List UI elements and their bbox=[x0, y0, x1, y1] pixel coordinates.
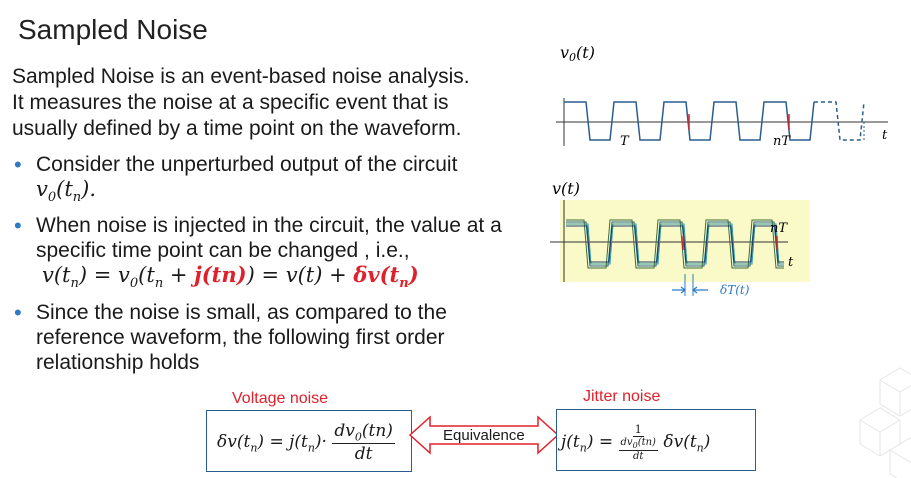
jitter-arrow-right bbox=[692, 286, 708, 294]
voltage-noise-box: δv(tn) = j(tn)· dv0(tn) dt bbox=[206, 410, 412, 472]
intro-line: It measures the noise at a specific even… bbox=[12, 91, 449, 114]
bullet-2-equation: v(tn) = v0(tn + j(tn)) = v(t) + δv(tn) bbox=[42, 262, 419, 292]
top-ylabel: v0(t) bbox=[560, 43, 595, 64]
top-nT-label: nT bbox=[773, 134, 791, 149]
bullet-text: Consider the unperturbed output of the c… bbox=[36, 153, 458, 176]
bullet-1: • Consider the unperturbed output of the… bbox=[14, 152, 534, 210]
ideal-waveform bbox=[564, 101, 815, 141]
ideal-waveform-continuation bbox=[814, 101, 865, 141]
bullet-3: • Since the noise is small, as compared … bbox=[14, 300, 534, 375]
voltage-noise-equation: δv(tn) = j(tn)· dv0(tn) dt bbox=[217, 421, 395, 465]
bullet-dot: • bbox=[14, 300, 22, 325]
voltage-noise-label: Voltage noise bbox=[232, 390, 329, 407]
jitter-noise-label: Jitter noise bbox=[583, 388, 661, 405]
jitter-noise-box: j(tn) = 1 dv0(tn)dt δv(tn) bbox=[556, 409, 756, 471]
top-T-label: T bbox=[620, 134, 630, 149]
top-t-label: t bbox=[882, 128, 888, 143]
bullet-2: • When noise is injected in the circuit,… bbox=[14, 213, 534, 263]
bottom-ylabel: v(t) bbox=[552, 179, 580, 198]
ideal-waveform-figure: v0(t) T nT t bbox=[556, 43, 888, 149]
noisy-waveform-figure: v(t) nT t δT(t) bbox=[550, 179, 810, 297]
bullet-text: Since the noise is small, as compared to… bbox=[36, 301, 447, 374]
bullet-dot: • bbox=[14, 213, 22, 238]
bullet-dot: • bbox=[14, 152, 22, 177]
intro-line: usually defined by a time point on the w… bbox=[12, 117, 462, 140]
voltage-noise-fraction: dv0(tn) dt bbox=[332, 421, 395, 465]
delta-T-label: δT(t) bbox=[720, 283, 750, 297]
jitter-noise-equation: j(tn) = 1 dv0(tn)dt δv(tn) bbox=[561, 423, 711, 462]
jitter-arrow-left bbox=[672, 286, 686, 294]
noisy-waveforms bbox=[566, 219, 784, 269]
bottom-t-label: t bbox=[788, 255, 794, 270]
intro-line: Sampled Noise is an event-based noise an… bbox=[12, 65, 470, 88]
intro-paragraph: Sampled Noise is an event-based noise an… bbox=[12, 64, 552, 142]
jitter-noise-fraction: 1 dv0(tn)dt bbox=[618, 423, 658, 462]
bullet-math: v0(tn). bbox=[36, 177, 97, 206]
bottom-nT-label: nT bbox=[770, 221, 788, 236]
equivalence-label: Equivalence bbox=[443, 427, 525, 444]
page-title: Sampled Noise bbox=[18, 14, 208, 45]
bullet-text: When noise is injected in the circuit, t… bbox=[36, 214, 502, 262]
corner-decoration bbox=[859, 367, 911, 478]
